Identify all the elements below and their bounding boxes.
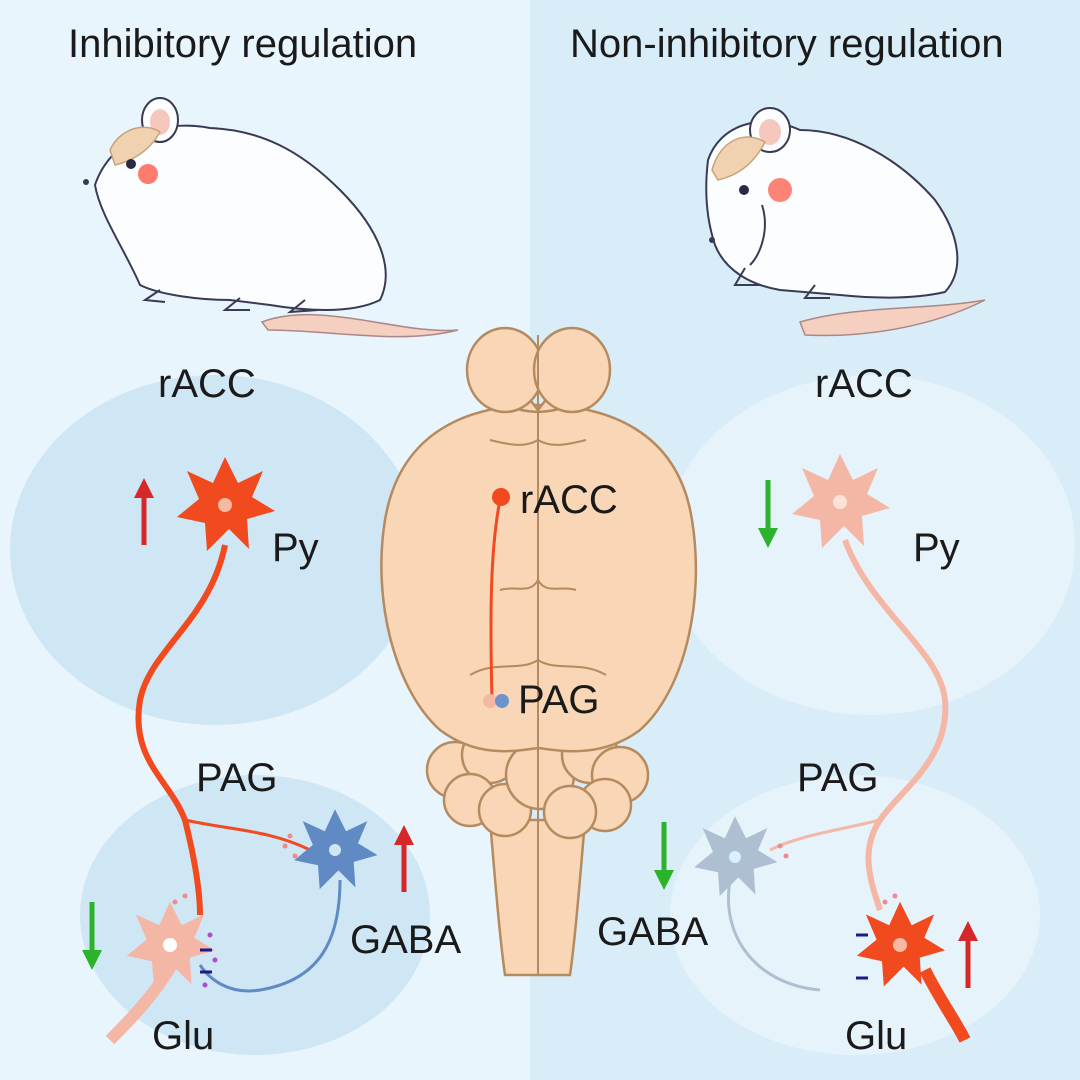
right-gaba-down-arrow — [654, 822, 674, 890]
left-py-axon — [135, 544, 228, 916]
left-panel-title: Inhibitory regulation — [68, 22, 418, 66]
right-glu-label: Glu — [845, 1014, 908, 1058]
left-gaba-up-arrow — [394, 825, 414, 892]
left-gaba-label: GABA — [350, 918, 462, 962]
cerebellum — [425, 725, 650, 840]
projection-pathway — [489, 499, 502, 701]
right-panel-title: Non-inhibitory regulation — [570, 22, 1004, 66]
right-circuit — [694, 454, 971, 1043]
right-gaba-label: GABA — [597, 910, 709, 954]
left-py-up-arrow — [134, 478, 154, 545]
right-py-label: Py — [913, 526, 960, 570]
pag-dot-glu — [483, 694, 497, 708]
right-py-axon — [842, 538, 949, 911]
brain-racc-label: rACC — [520, 478, 618, 522]
left-glu-label: Glu — [152, 1014, 215, 1058]
right-pag-ellipse — [670, 775, 1040, 1055]
right-pag-label: PAG — [797, 756, 879, 800]
left-pag-label: PAG — [196, 756, 278, 800]
left-circuit — [105, 457, 378, 1045]
left-py-label: Py — [272, 526, 319, 570]
right-mouse-illustration — [705, 107, 986, 337]
pag-dot-gaba — [495, 694, 509, 708]
brain-pag-label: PAG — [518, 678, 600, 722]
racc-dot — [492, 488, 510, 506]
brain-illustration — [380, 326, 698, 977]
left-racc-label: rACC — [158, 362, 256, 406]
left-glu-down-arrow — [82, 902, 102, 970]
left-racc-ellipse — [10, 375, 420, 725]
left-mouse-illustration — [83, 97, 459, 338]
right-py-down-arrow — [758, 480, 778, 548]
olfactory-bulb-right — [532, 326, 612, 414]
right-racc-label: rACC — [815, 362, 913, 406]
right-racc-ellipse — [665, 375, 1075, 715]
right-glu-up-arrow — [958, 921, 978, 988]
olfactory-bulb-left — [465, 326, 545, 414]
